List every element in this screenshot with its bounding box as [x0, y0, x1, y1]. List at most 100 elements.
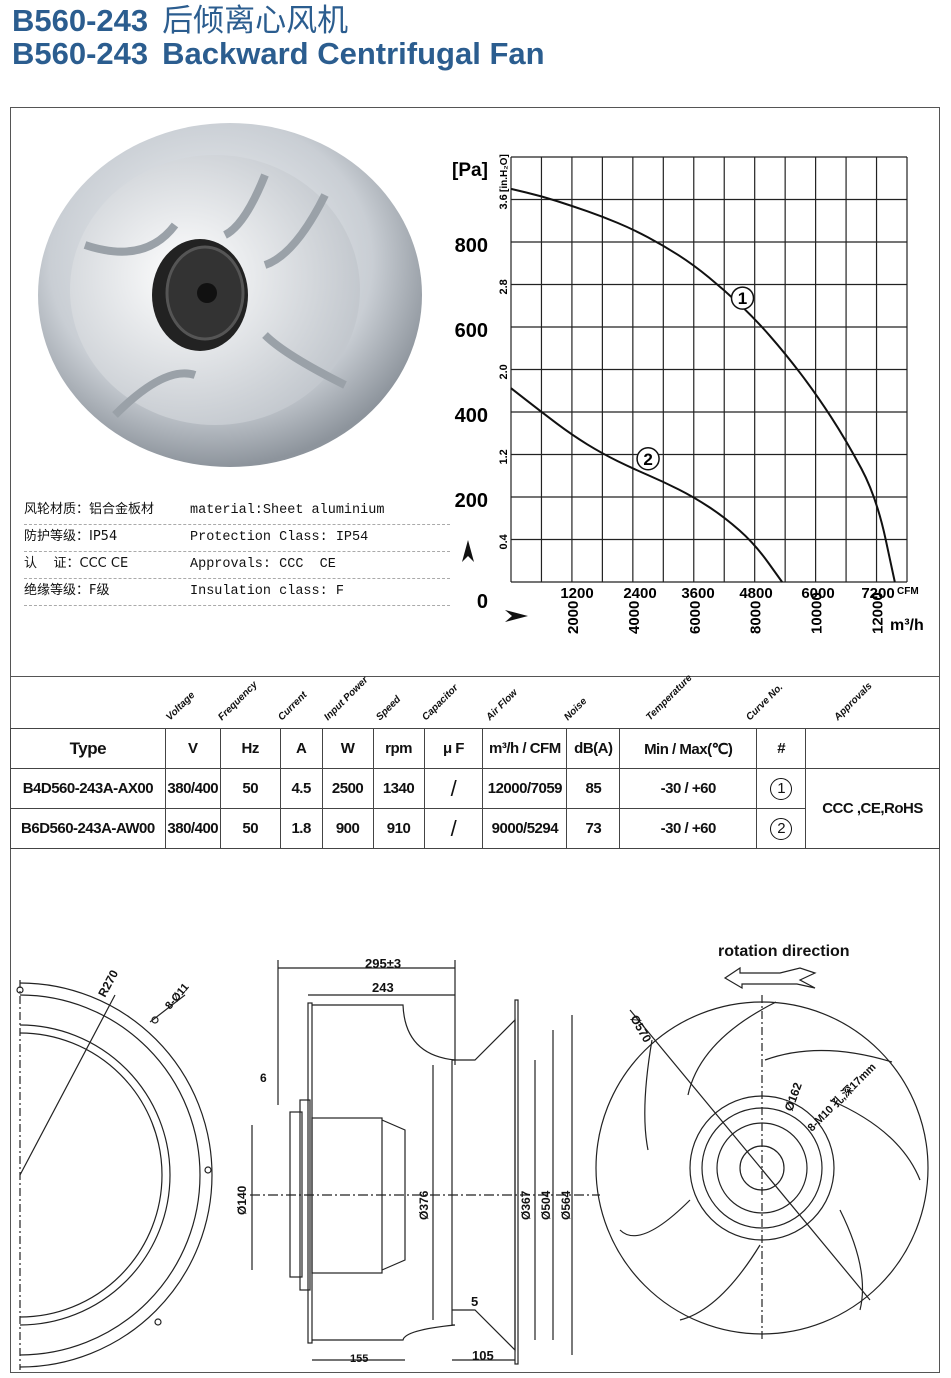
y-unit-inh2o: [in.H₂O] — [499, 154, 510, 192]
table-cell: -30 / +60 — [619, 808, 758, 849]
unit-cell: m³/h / CFM — [482, 728, 568, 769]
rear-view-drawing: rotation direction Ø570 Ø162 8-M10 孔,深17… — [595, 943, 929, 1340]
y-tick-inh2o: 3.6 — [498, 194, 510, 209]
side-view-drawing: 295±3 243 6 Ø140 Ø376 Ø367 Ø504 Ø564 5 1… — [235, 956, 600, 1365]
svg-text:295±3: 295±3 — [365, 956, 401, 971]
curve-number-badge: 1 — [770, 777, 793, 800]
table-cell: 1 — [756, 768, 807, 809]
curve-label-marker — [636, 447, 660, 471]
svg-text:Ø504: Ø504 — [539, 1190, 553, 1220]
x-tick-m3h: 6000 — [687, 601, 704, 634]
x-tick-m3h: 4000 — [626, 601, 643, 634]
y-arrow-icon — [462, 540, 474, 562]
x-tick-m3h: 12000 — [870, 592, 887, 634]
table-cell: 1340 — [372, 768, 425, 809]
table-cell: 85 — [566, 768, 621, 809]
unit-cell: dB(A) — [566, 728, 621, 769]
svg-text:6: 6 — [260, 1071, 267, 1085]
curve-label-marker — [730, 286, 755, 310]
table-cell: 1.8 — [279, 808, 323, 849]
x-tick-cfm: 4800 — [739, 585, 772, 602]
svg-text:Ø570: Ø570 — [627, 1013, 654, 1046]
y-tick-pa: 600 — [455, 320, 488, 342]
unit-cell: Min / Max(℃) — [619, 728, 758, 769]
svg-text:Ø367: Ø367 — [519, 1190, 533, 1220]
fan-photo — [38, 123, 422, 467]
front-view-drawing: R270 8-Ø11 — [16, 967, 213, 1370]
y-tick-inh2o: 2.0 — [498, 364, 510, 379]
svg-text:155: 155 — [350, 1353, 368, 1365]
table-cell: 2500 — [321, 768, 374, 809]
x-unit-cfm: CFM — [897, 586, 919, 597]
x-tick-cfm: 2400 — [623, 585, 656, 602]
svg-text:Ø140: Ø140 — [235, 1185, 249, 1215]
curve-1 — [510, 187, 896, 583]
table-cell: 910 — [372, 808, 425, 849]
y-tick-pa: 400 — [455, 405, 488, 427]
curve-label: 1 — [738, 289, 747, 308]
x-tick-m3h: 2000 — [565, 601, 582, 634]
unit-cell: # — [756, 728, 807, 769]
svg-text:R270: R270 — [95, 967, 121, 999]
table-cell: 50 — [219, 808, 281, 849]
table-cell: 380/400 — [164, 768, 221, 809]
x-tick-cfm: 7200 — [861, 585, 894, 602]
y-tick-inh2o: 2.8 — [498, 279, 510, 294]
table-cell: 4.5 — [279, 768, 323, 809]
x-arrow-icon — [505, 610, 528, 622]
svg-text:5: 5 — [471, 1294, 478, 1309]
y-tick-pa: 800 — [455, 235, 488, 257]
y-tick-pa: 0 — [477, 591, 488, 613]
svg-text:Ø376: Ø376 — [417, 1190, 431, 1220]
svg-text:243: 243 — [372, 980, 394, 995]
approvals-cell: CCC ,CE,RoHS — [805, 768, 940, 849]
curve-number-badge: 2 — [770, 817, 793, 840]
table-cell: B6D560-243A-AW00 — [10, 808, 166, 849]
unit-cell: V — [164, 728, 221, 769]
svg-text:8-M10 孔,深17mm: 8-M10 孔,深17mm — [804, 1060, 878, 1134]
svg-text:Ø564: Ø564 — [559, 1190, 573, 1220]
table-cell: 50 — [219, 768, 281, 809]
x-tick-cfm: 3600 — [681, 585, 714, 602]
rotation-direction-label: rotation direction — [718, 943, 850, 960]
x-tick-cfm: 1200 — [560, 585, 593, 602]
unit-cell: Hz — [219, 728, 281, 769]
svg-text:8-Ø11: 8-Ø11 — [163, 981, 191, 1012]
unit-cell: A — [279, 728, 323, 769]
x-tick-m3h: 10000 — [809, 592, 826, 634]
table-cell: / — [423, 808, 484, 849]
table-cell: 380/400 — [164, 808, 221, 849]
svg-text:105: 105 — [472, 1348, 494, 1363]
empty-cell — [805, 728, 940, 769]
table-cell: 73 — [566, 808, 621, 849]
x-tick-m3h: 8000 — [748, 601, 765, 634]
dimension-drawings: R270 8-Ø11 295±3 243 6 Ø140 Ø376 Ø367 Ø5… — [16, 943, 929, 1370]
table-cell: 9000/5294 — [482, 808, 568, 849]
y-tick-inh2o: 0.4 — [498, 533, 510, 549]
unit-cell: Type — [10, 728, 166, 769]
y-tick-pa: 200 — [455, 490, 488, 512]
x-tick-cfm: 6000 — [801, 585, 834, 602]
y-unit-pa: [Pa] — [452, 160, 488, 181]
table-cell: 2 — [756, 808, 807, 849]
unit-cell: rpm — [372, 728, 425, 769]
table-cell: B4D560-243A-AX00 — [10, 768, 166, 809]
curve-2 — [510, 387, 783, 583]
y-tick-inh2o: 1.2 — [498, 449, 510, 464]
divider — [10, 676, 940, 677]
table-cell: 12000/7059 — [482, 768, 568, 809]
unit-cell: W — [321, 728, 374, 769]
unit-cell: μ F — [423, 728, 484, 769]
x-unit-m3h: m³/h — [890, 617, 924, 634]
